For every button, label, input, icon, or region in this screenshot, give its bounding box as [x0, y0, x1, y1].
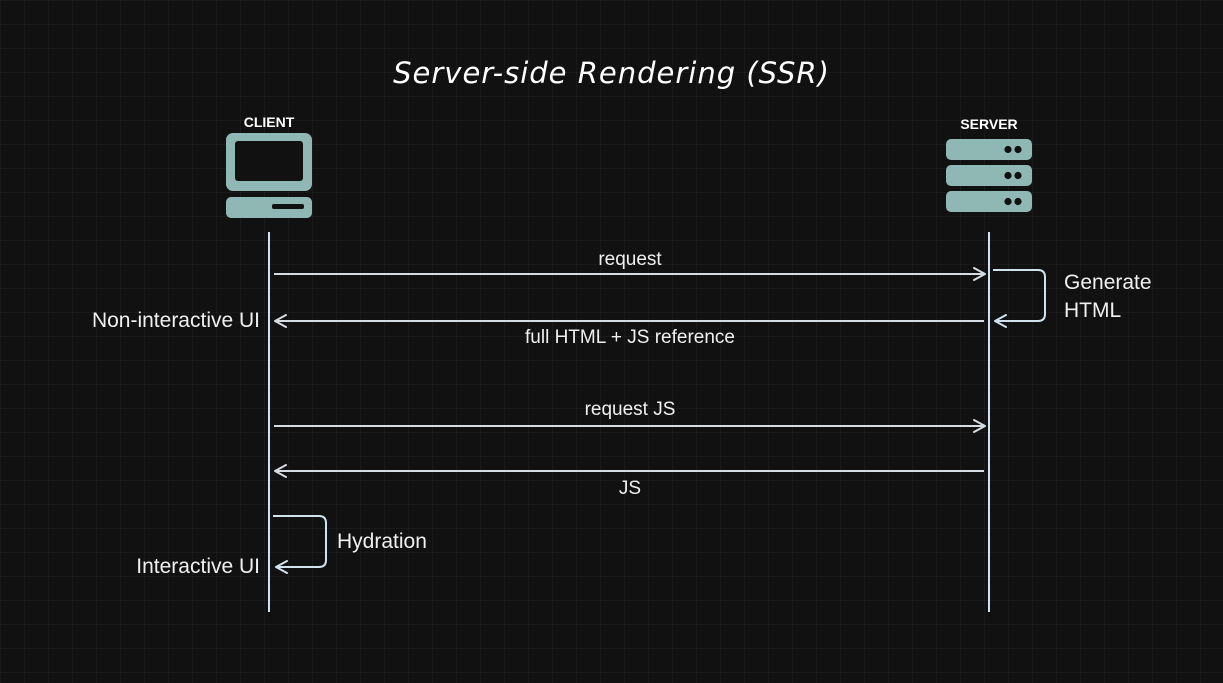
generate-html-loop [993, 269, 1046, 328]
server-rack-icon [946, 139, 1032, 212]
generate-html-note-line1: Generate [1064, 271, 1152, 294]
js-label: JS [618, 478, 642, 499]
full-html-label: full HTML + JS reference [525, 327, 735, 348]
server-label: SERVER [960, 116, 1018, 132]
hydration-note: Hydration [337, 530, 427, 553]
monitor-icon [226, 133, 312, 218]
diagram-title: Server-side Rendering (SSR) [393, 56, 830, 90]
interactive-ui-note: Interactive UI [136, 555, 260, 578]
request-label: request [598, 249, 662, 270]
generate-html-note-line2: HTML [1064, 299, 1122, 322]
request-js-label: request JS [584, 399, 676, 420]
non-interactive-ui-note: Non-interactive UI [91, 309, 260, 332]
client-label: CLIENT [243, 114, 295, 130]
hydration-loop [273, 515, 327, 574]
